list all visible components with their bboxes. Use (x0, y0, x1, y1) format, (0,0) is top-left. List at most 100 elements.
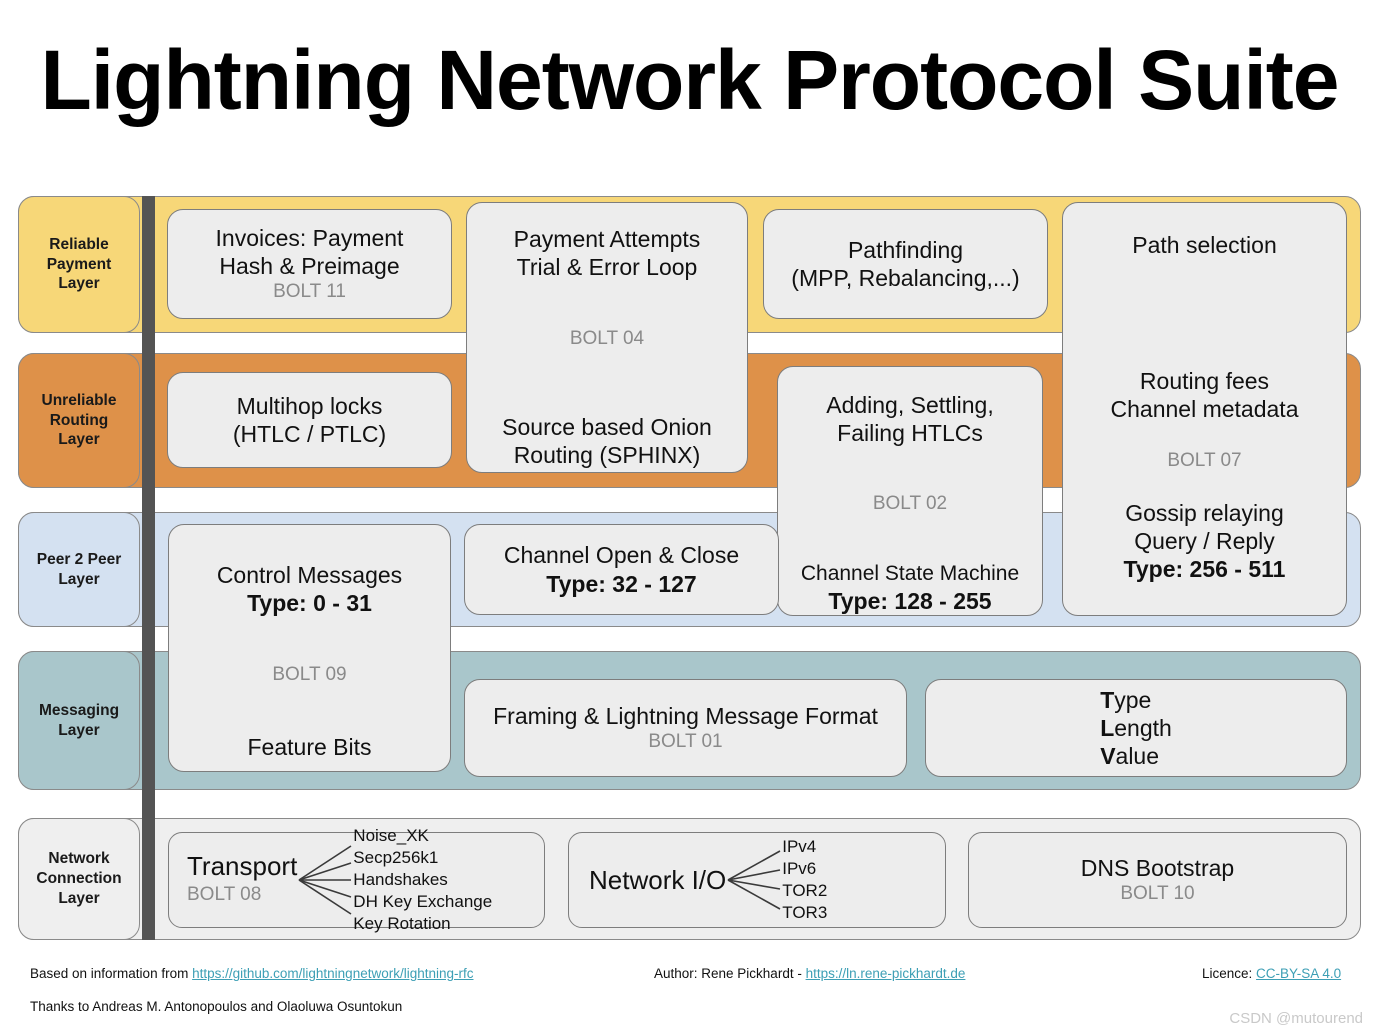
transport-label-group: Transport BOLT 08 (169, 852, 297, 908)
box-invoices[interactable]: Invoices: Payment Hash & Preimage BOLT 1… (167, 209, 452, 319)
network-io-item: IPv6 (782, 858, 817, 878)
box-multihop-locks-line2: (HTLC / PTLC) (232, 421, 387, 447)
box-framing-message-format[interactable]: Framing & Lightning Message Format BOLT … (464, 679, 907, 777)
tlv-length-initial: L (1100, 714, 1115, 741)
box-htlc-operations-line4: Type: 128 - 255 (828, 587, 992, 614)
layer-label-reliable-payment: Reliable Payment Layer (18, 196, 140, 333)
layer-label-line: Layer (58, 721, 100, 739)
box-path-selection-line4: Gossip relaying (1125, 499, 1284, 526)
footer-author-prefix: Author: Rene Pickhardt - (654, 966, 806, 981)
box-framing-line1: Framing & Lightning Message Format (493, 703, 878, 730)
page-title: Lightning Network Protocol Suite (40, 33, 1340, 127)
transport-fan-lines-icon (298, 845, 352, 915)
layer-label-line: Layer (58, 275, 100, 293)
footer-author: Author: Rene Pickhardt - https://ln.rene… (654, 966, 965, 981)
box-invoices-line1: Invoices: Payment (215, 225, 404, 252)
box-htlc-operations-line2: Failing HTLCs (837, 420, 983, 447)
box-control-messages-line3: Feature Bits (247, 733, 372, 760)
box-pathfinding[interactable]: Pathfinding (MPP, Rebalancing,...) (763, 209, 1048, 319)
box-payment-attempts-line3: Source based Onion (502, 413, 712, 440)
network-io-item: TOR2 (782, 881, 828, 900)
network-io-items: IPv4 IPv6 TOR2 TOR3 (782, 836, 827, 924)
box-path-selection-bolt: BOLT 07 (1167, 450, 1242, 472)
box-htlc-operations[interactable]: Adding, Settling, Failing HTLCs BOLT 02 … (777, 366, 1043, 616)
box-pathfinding-line2: (MPP, Rebalancing,...) (791, 265, 1020, 291)
transport-item: Noise_XK (353, 825, 429, 845)
transport-item: Key Rotation (353, 914, 451, 934)
footer-thanks-text: Thanks to Andreas M. Antonopoulos and Ol… (30, 999, 403, 1014)
layer-label-line: Connection (36, 870, 122, 888)
layer-label-network-connection: Network Connection Layer (18, 818, 140, 940)
box-path-selection-line2: Routing fees (1139, 368, 1270, 395)
layer-label-line: Layer (58, 570, 100, 588)
box-type-length-value[interactable]: Type Length Value (925, 679, 1347, 777)
footer-licence: Licence: CC-BY-SA 4.0 (1202, 966, 1341, 981)
box-invoices-bolt: BOLT 11 (273, 281, 346, 303)
box-htlc-operations-bolt: BOLT 02 (872, 493, 948, 515)
tlv-type-rest: ype (1114, 686, 1152, 713)
box-path-selection-line3: Channel metadata (1110, 396, 1299, 423)
tlv-value-rest: alue (1115, 743, 1160, 770)
layer-label-messaging: Messaging Layer (18, 651, 140, 790)
box-dns-bootstrap-bolt: BOLT 10 (1120, 883, 1195, 905)
box-pathfinding-line1: Pathfinding (847, 236, 964, 263)
layer-label-line: Unreliable (41, 391, 117, 409)
box-path-selection-line5: Query / Reply (1134, 527, 1275, 554)
transport-name: Transport (187, 850, 298, 881)
network-io-label-group: Network I/O (569, 866, 726, 895)
box-invoices-line2: Hash & Preimage (219, 253, 400, 280)
box-htlc-operations-line3: Channel State Machine (800, 562, 1020, 586)
box-multihop-locks-line1: Multihop locks (236, 392, 383, 419)
layer-label-line: Routing (49, 411, 109, 429)
box-payment-attempts[interactable]: Payment Attempts Trial & Error Loop BOLT… (466, 202, 748, 473)
tlv-length-rest: ength (1114, 714, 1172, 741)
layer-label-peer-2-peer: Peer 2 Peer Layer (18, 512, 140, 627)
box-dns-bootstrap-line1: DNS Bootstrap (1080, 855, 1235, 882)
layer-label-line: Payment (46, 255, 112, 273)
box-network-io[interactable]: Network I/O IPv4 IPv6 TOR2 TOR3 (568, 832, 946, 928)
footer-licence-prefix: Licence: (1202, 966, 1257, 981)
layer-label-line: Messaging (38, 701, 120, 719)
layer-label-line: Layer (58, 431, 100, 449)
box-control-messages[interactable]: Control Messages Type: 0 - 31 BOLT 09 Fe… (168, 524, 451, 772)
transport-item: Secp256k1 (353, 847, 439, 867)
box-channel-open-close-line1: Channel Open & Close (503, 542, 740, 569)
box-dns-bootstrap[interactable]: DNS Bootstrap BOLT 10 (968, 832, 1347, 928)
box-tlv-value: Value (1100, 742, 1172, 770)
layer-label-line: Network (48, 850, 110, 868)
box-transport[interactable]: Transport BOLT 08 Noise_XK Secp256k1 Han… (168, 826, 545, 933)
footer-author-link[interactable]: https://ln.rene-pickhardt.de (805, 966, 966, 981)
layer-label-line: Layer (58, 889, 100, 907)
box-payment-attempts-line1: Payment Attempts (513, 226, 701, 252)
network-io-fan-lines-icon (727, 850, 781, 910)
box-tlv-length: Length (1100, 714, 1172, 742)
box-payment-attempts-line4: Routing (SPHINX) (513, 441, 701, 468)
network-io-name: Network I/O (589, 864, 727, 895)
box-payment-attempts-bolt: BOLT 04 (569, 328, 645, 350)
transport-item: Handshakes (353, 869, 448, 889)
box-channel-open-close[interactable]: Channel Open & Close Type: 32 - 127 (464, 524, 779, 615)
box-channel-open-close-line2: Type: 32 - 127 (546, 570, 697, 597)
tlv-type-initial: T (1100, 686, 1115, 713)
box-control-messages-bolt: BOLT 09 (272, 664, 347, 686)
layer-label-line: Reliable (49, 235, 109, 253)
vertical-spine-divider (142, 196, 155, 940)
footer-source: Based on information from https://github… (30, 966, 474, 981)
footer-licence-link[interactable]: CC-BY-SA 4.0 (1256, 966, 1342, 981)
watermark: CSDN @mutourend (1229, 1010, 1363, 1027)
transport-bolt: BOLT 08 (187, 884, 262, 906)
box-control-messages-line2: Type: 0 - 31 (247, 590, 372, 617)
footer-thanks: Thanks to Andreas M. Antonopoulos and Ol… (30, 999, 402, 1014)
box-framing-bolt: BOLT 01 (648, 731, 723, 753)
box-payment-attempts-line2: Trial & Error Loop (516, 254, 698, 281)
box-control-messages-line1: Control Messages (216, 562, 403, 588)
network-io-item: TOR3 (782, 903, 828, 923)
box-tlv-type: Type (1100, 686, 1172, 714)
layer-label-unreliable-routing: Unreliable Routing Layer (18, 353, 140, 488)
box-path-selection[interactable]: Path selection Routing fees Channel meta… (1062, 202, 1347, 616)
box-multihop-locks[interactable]: Multihop locks (HTLC / PTLC) (167, 372, 452, 468)
footer-source-link[interactable]: https://github.com/lightningnetwork/ligh… (192, 966, 474, 981)
box-path-selection-line6: Type: 256 - 511 (1123, 555, 1286, 582)
box-path-selection-line1: Path selection (1132, 232, 1277, 258)
transport-items: Noise_XK Secp256k1 Handshakes DH Key Exc… (353, 825, 492, 935)
